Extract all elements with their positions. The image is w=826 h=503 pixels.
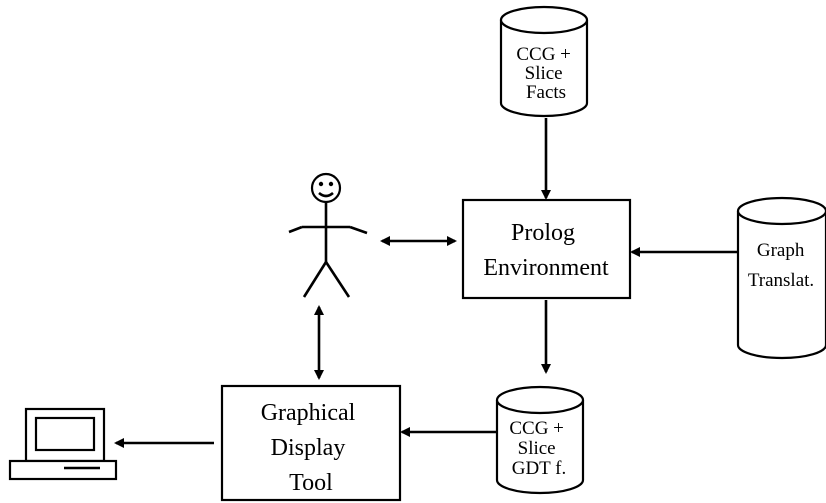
- ccg-slice-gdt-line-1: CCG +: [509, 418, 564, 439]
- prolog-environment-line-1: Prolog: [511, 220, 575, 246]
- ccg-slice-gdt-line-2: Slice: [518, 438, 556, 459]
- graph-translat-line-2: Translat.: [748, 270, 814, 291]
- ccg-slice-facts-line-1: CCG +: [516, 44, 571, 65]
- ccg-slice-gdt-line-3: GDT f.: [512, 458, 567, 479]
- stick-figure-icon: [288, 172, 368, 298]
- graphical-display-tool-box: Graphical Display Tool: [220, 384, 402, 502]
- ccg-slice-gdt-database: CCG + Slice GDT f.: [495, 385, 585, 495]
- prolog-environment-box: Prolog Environment: [461, 198, 632, 300]
- svg-text:CCG + Slice Facts: CCG + Slice Facts: [516, 44, 575, 103]
- ccg-slice-facts-database: CCG + Slice Facts: [499, 5, 589, 118]
- graphical-display-tool-line-1: Graphical: [261, 400, 356, 426]
- ccg-slice-facts-line-3: Facts: [526, 82, 566, 103]
- svg-text:CCG + Slice GDT f.: CCG + Slice GDT f.: [509, 418, 568, 479]
- computer-icon: [8, 407, 118, 481]
- ccg-slice-facts-line-2: Slice: [525, 63, 563, 84]
- graph-translat-database: Graph Translat.: [736, 196, 826, 360]
- graphical-display-tool-line-3: Tool: [289, 470, 333, 496]
- svg-text:Graph Translat.: Graph Translat.: [748, 240, 814, 291]
- svg-text:Prolog Environment: Prolog Environment: [483, 220, 609, 281]
- prolog-environment-line-2: Environment: [483, 255, 609, 281]
- svg-text:Graphical Display: Graphical Display Tool: [261, 400, 362, 496]
- graphical-display-tool-line-2: Display: [271, 435, 346, 461]
- graph-translat-line-1: Graph: [757, 240, 805, 261]
